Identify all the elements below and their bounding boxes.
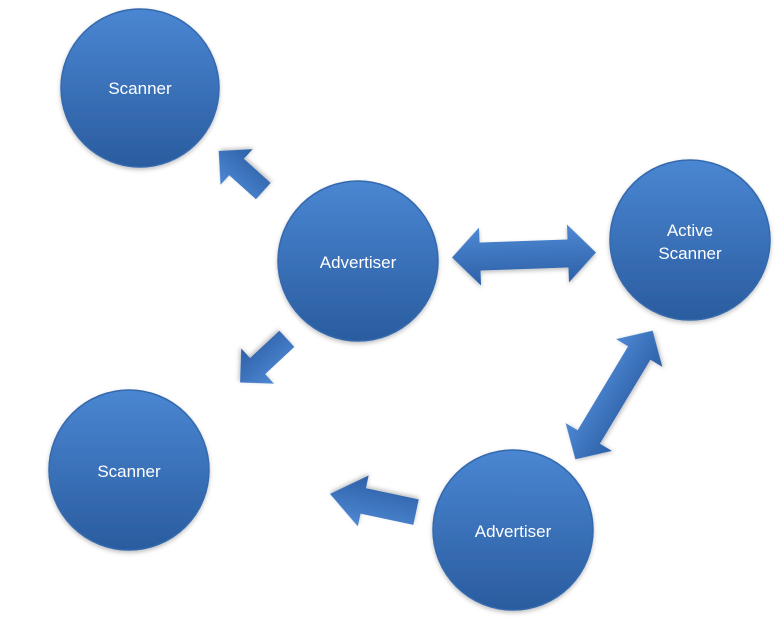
node-active-scanner: Active Scanner [609, 159, 771, 321]
arrow-advertiser-to-scanner-top [218, 149, 271, 200]
node-advertiser-bottom: Advertiser [432, 449, 594, 611]
node-advertiser-bottom-label: Advertiser [475, 522, 552, 541]
arrow-active-scanner-advertiser-bidirectional [565, 330, 663, 460]
node-scanner-bottom: Scanner [48, 389, 210, 551]
node-advertiser-center: Advertiser [277, 180, 439, 342]
node-scanner-top-label: Scanner [108, 79, 172, 98]
node-advertiser-center-label: Advertiser [320, 253, 397, 272]
arrow-advertiser-to-scanner-bottom [240, 330, 295, 384]
arrow-advertiser-active-scanner-bidirectional [452, 224, 596, 286]
arrow-advertiser-bottom-to-scanner [329, 475, 419, 527]
node-active-scanner-label-line1: Active [667, 221, 713, 240]
node-scanner-top: Scanner [60, 8, 220, 168]
node-active-scanner-label-line2: Scanner [658, 244, 722, 263]
node-scanner-bottom-label: Scanner [97, 462, 161, 481]
